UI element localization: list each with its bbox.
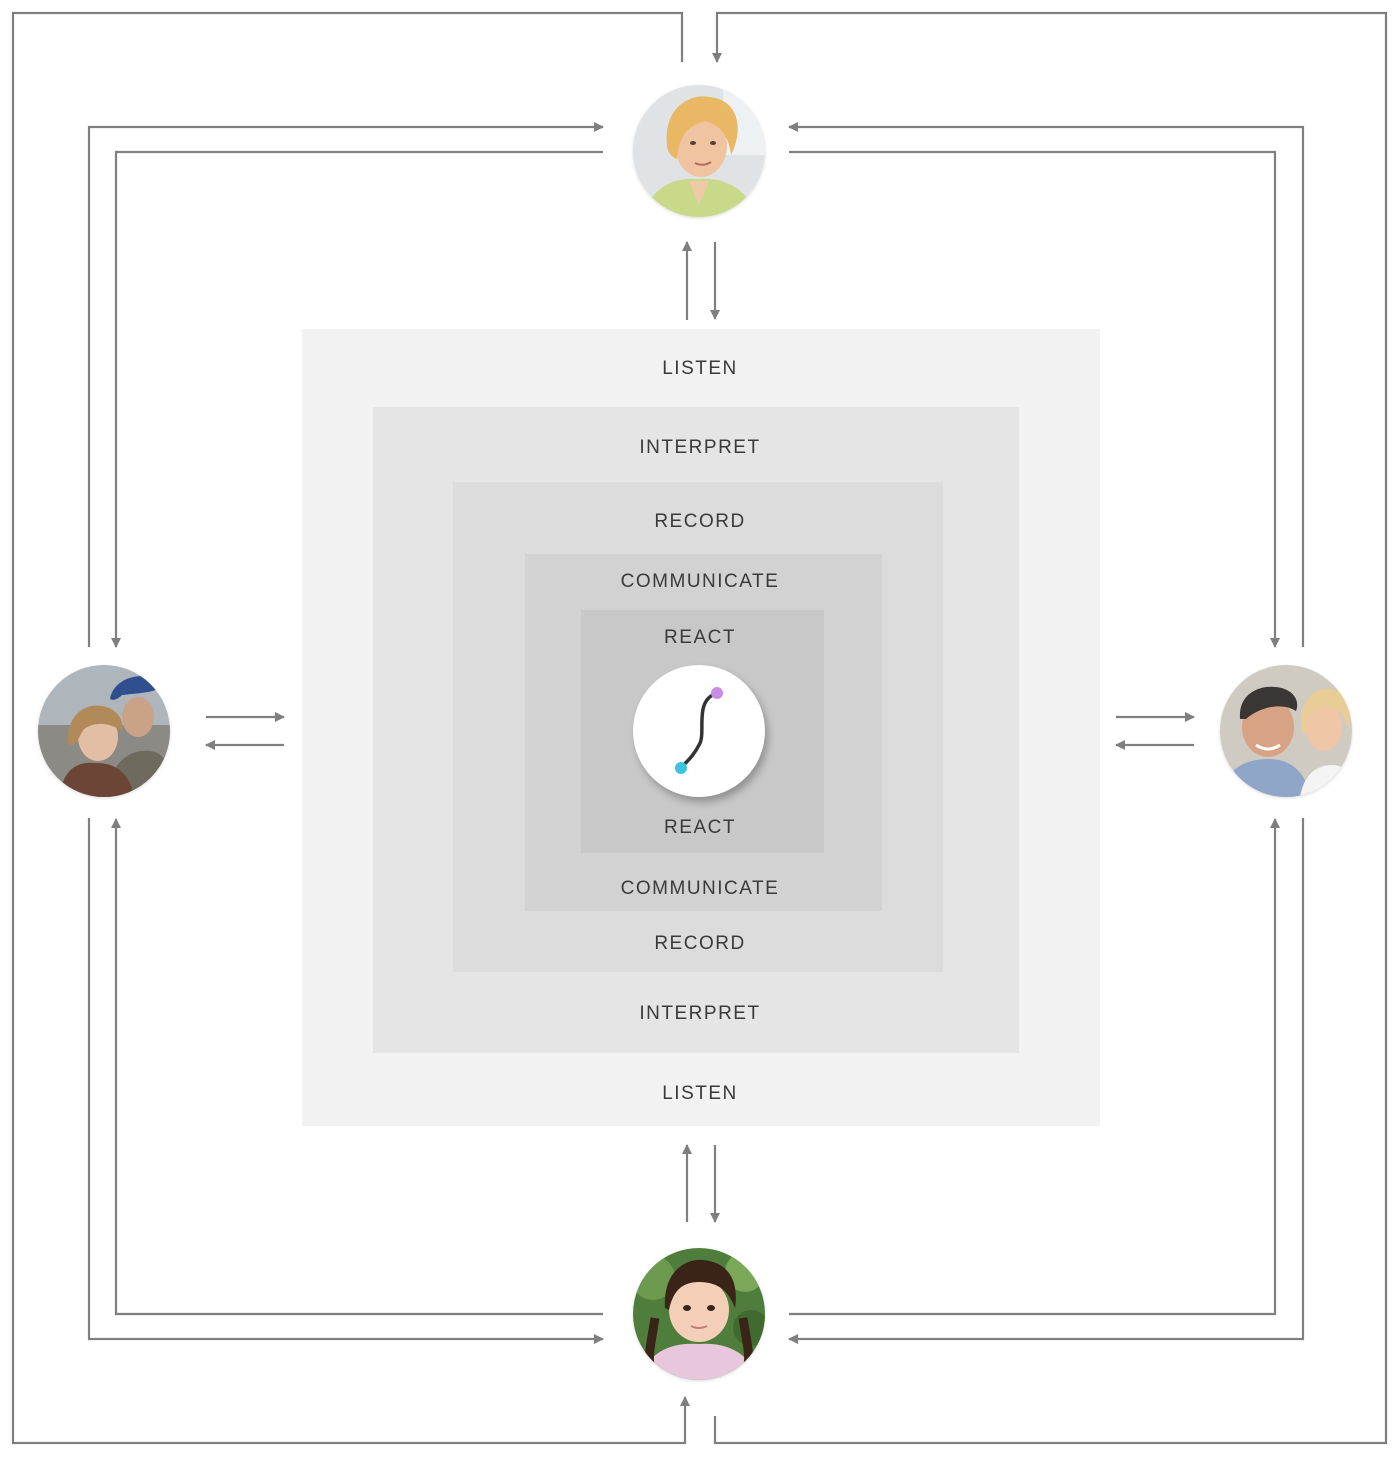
bottom-right-arrow-in	[788, 818, 1305, 1344]
bottom-right-arrow-out	[789, 818, 1280, 1316]
label-record-bottom: RECORD	[654, 933, 746, 954]
bottom-left-arrow-in	[111, 818, 603, 1316]
label-communicate-bottom: COMMUNICATE	[620, 878, 780, 899]
s-curve-logo-icon	[675, 687, 723, 774]
top-left-arrow-in	[111, 150, 603, 648]
label-interpret-bottom: INTERPRET	[639, 1003, 761, 1024]
label-listen-bottom: LISTEN	[662, 1083, 738, 1104]
woman-portrait-image	[633, 85, 765, 217]
label-communicate-top: COMMUNICATE	[620, 571, 780, 592]
couple-portrait-image	[38, 665, 170, 797]
top-right-arrow-in	[788, 122, 1305, 647]
couple-portrait-node	[38, 665, 170, 797]
child-portrait-node	[633, 1248, 765, 1380]
label-listen-top: LISTEN	[662, 358, 738, 379]
child-portrait-image	[633, 1248, 765, 1380]
outer-loop-top-right	[712, 11, 1388, 1445]
top-right-arrow-out	[789, 150, 1280, 648]
label-record-top: RECORD	[654, 511, 746, 532]
top-left-arrow-out	[87, 122, 604, 647]
older-couple-portrait-image	[1220, 665, 1352, 797]
woman-portrait-node	[633, 85, 765, 217]
outer-loop-top-left	[11, 11, 690, 1445]
label-react-bottom: REACT	[664, 817, 736, 838]
older-couple-portrait-node	[1220, 665, 1352, 797]
label-react-top: REACT	[664, 627, 736, 648]
center-logo	[633, 665, 765, 797]
label-interpret-top: INTERPRET	[639, 437, 761, 458]
bottom-left-arrow-out	[87, 818, 604, 1344]
